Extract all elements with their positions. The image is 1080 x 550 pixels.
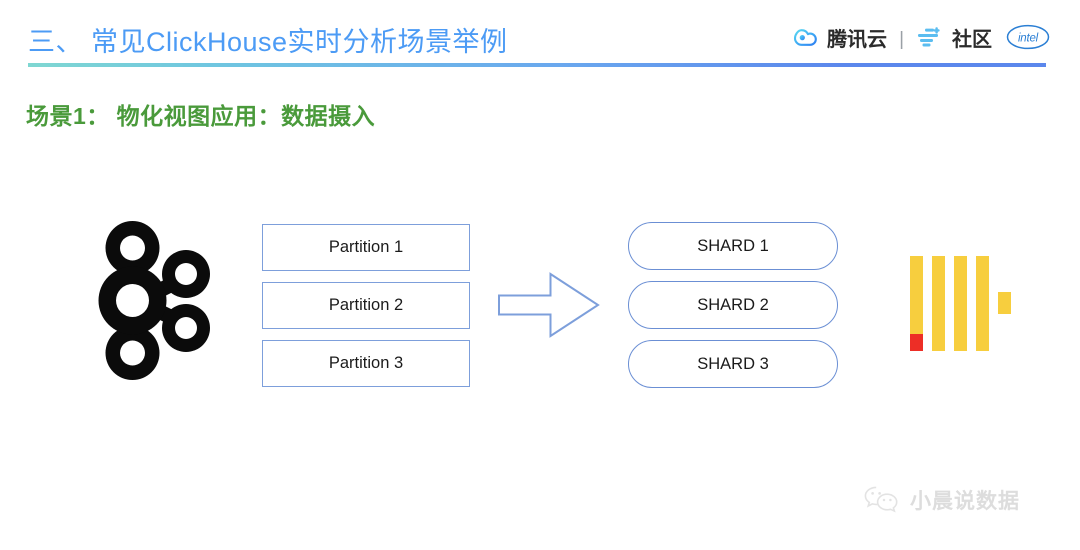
wechat-icon (862, 484, 902, 519)
shard-list: SHARD 1 SHARD 2 SHARD 3 (628, 222, 838, 388)
clickhouse-logo-icon (908, 256, 1014, 351)
partition-box[interactable]: Partition 2 (262, 282, 470, 329)
scene-subtitle: 场景1： 物化视图应用：数据摄入 (26, 103, 376, 129)
tencent-label: 腾讯云 (827, 28, 888, 51)
watermark: 小晨说数据 (862, 484, 1020, 519)
partition-list: Partition 1 Partition 2 Partition 3 (262, 224, 470, 387)
shard-box[interactable]: SHARD 3 (628, 340, 838, 388)
tencent-cloud-icon (793, 27, 821, 52)
shard-box[interactable]: SHARD 1 (628, 222, 838, 270)
cloud-plus-icon (916, 26, 942, 53)
partition-box[interactable]: Partition 3 (262, 340, 470, 387)
partition-box[interactable]: Partition 1 (262, 224, 470, 271)
svg-text:intel: intel (1018, 33, 1039, 45)
kafka-logo-icon (90, 212, 212, 388)
title-divider (28, 63, 1046, 67)
community-label: 社区 (952, 28, 992, 51)
brand-separator: | (899, 29, 904, 50)
page-title: 三、 常见ClickHouse实时分析场景举例 (28, 27, 508, 57)
shard-box[interactable]: SHARD 2 (628, 281, 838, 329)
right-block-arrow-icon (497, 272, 600, 338)
tencent-cloud-logo: 腾讯云 (793, 27, 887, 52)
intel-logo-icon: intel (1006, 24, 1050, 55)
watermark-label: 小晨说数据 (910, 490, 1020, 513)
brand-logo-group: 腾讯云 | 社区 intel (793, 24, 1050, 55)
